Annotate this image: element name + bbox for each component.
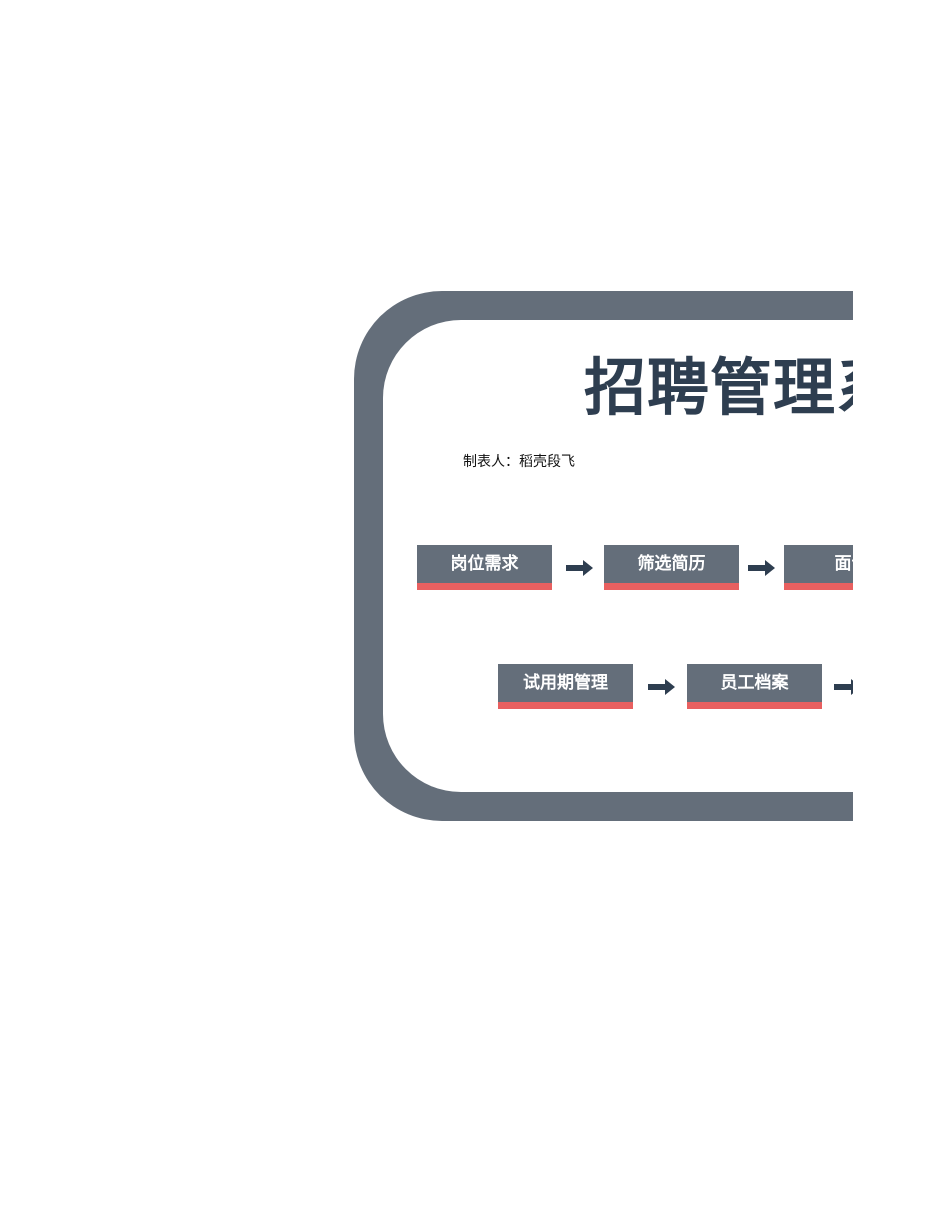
step-job-demand: 岗位需求 [417,545,552,590]
arrow-right-icon [648,679,675,695]
author-label: 制表人：稻壳段飞 [463,454,575,470]
step-employee-records: 员工档案 [687,664,822,709]
step-screen-resume: 筛选简历 [604,545,739,590]
arrow-right-icon [834,679,853,695]
arrow-right-icon [748,560,775,576]
step-interview: 面试 [784,545,853,590]
page: 招聘管理系 制表人：稻壳段飞 岗位需求 筛选简历 面试 试用期管理 员工档案 [354,291,853,821]
step-probation: 试用期管理 [498,664,633,709]
arrow-right-icon [566,560,593,576]
page-title: 招聘管理系 [584,351,853,424]
